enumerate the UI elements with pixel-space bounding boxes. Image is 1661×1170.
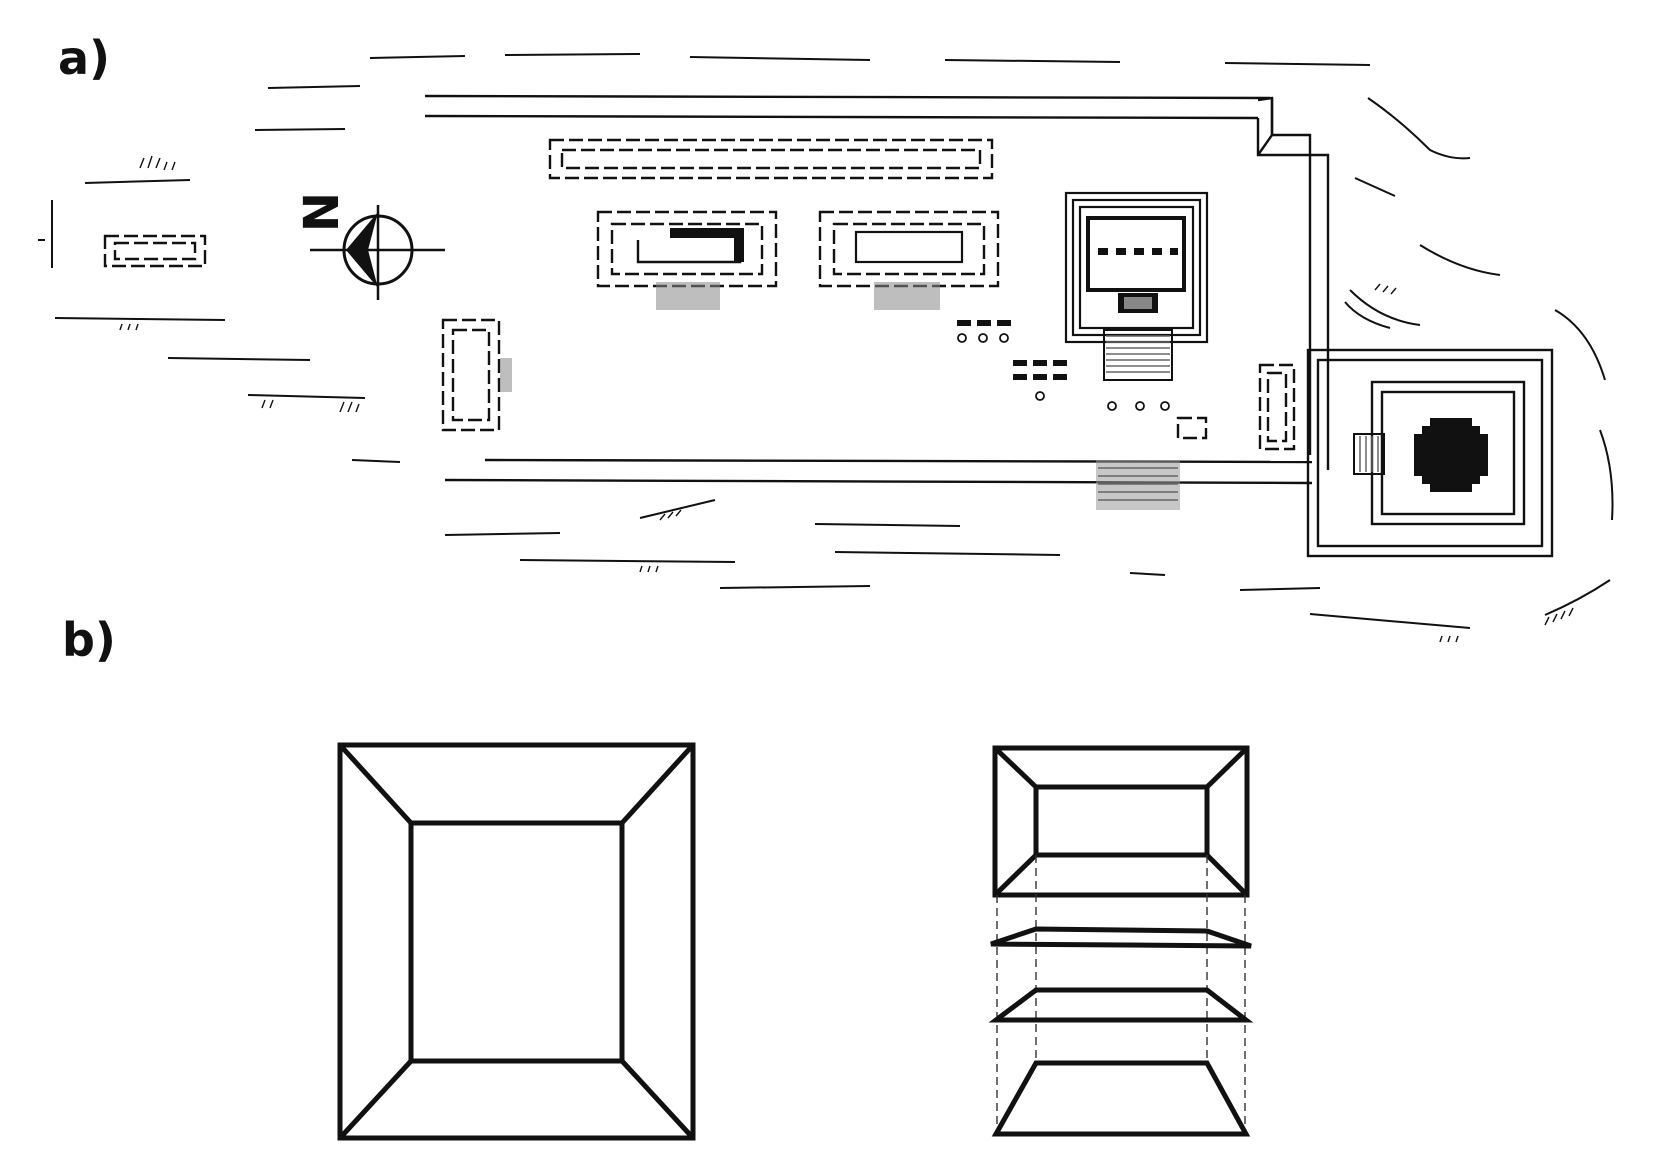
- grass-tufts: [119, 155, 1574, 643]
- section-slice-lower: [988, 987, 1254, 1023]
- outlying-structure: [103, 234, 207, 268]
- east-shrine-core: [1414, 418, 1488, 492]
- east-shrine-stairs: [1353, 433, 1385, 475]
- hall-middle: [818, 210, 1000, 310]
- east-bay: [1258, 363, 1296, 451]
- projection-guides: [996, 855, 1246, 1136]
- north-arrow: N: [294, 192, 445, 300]
- east-bay-inner: [1266, 371, 1288, 443]
- panel-a: a) N: [38, 31, 1614, 643]
- compass-needle: [346, 212, 378, 288]
- west-wing-steps: [500, 358, 512, 392]
- rect-platform-plan: [992, 745, 1250, 898]
- panel-b-label: b): [62, 613, 116, 667]
- column-bases: [957, 333, 1170, 411]
- square-platform-plan: [337, 742, 696, 1141]
- main-temple: [1064, 191, 1209, 381]
- terrain-lines: [38, 53, 1614, 629]
- column-markers: [957, 320, 1067, 380]
- main-temple-stairs: [1103, 329, 1173, 381]
- outlying-structure-inner: [113, 241, 197, 261]
- west-wing: [441, 318, 501, 432]
- north-arrow-label: N: [294, 192, 350, 232]
- hall-west: [596, 210, 778, 310]
- small-shrine: [1176, 416, 1208, 440]
- panel-b: b): [62, 613, 1254, 1141]
- section-slice-upper: [990, 926, 1252, 949]
- platform-elevation: [991, 1060, 1251, 1137]
- hall-west-steps: [656, 282, 720, 310]
- west-wing-inner: [451, 328, 491, 422]
- east-shrine: [1306, 348, 1554, 558]
- long-colonnade: [548, 138, 994, 180]
- hall-middle-steps: [874, 282, 940, 310]
- long-colonnade-inner: [560, 148, 982, 170]
- panel-a-label: a): [58, 31, 110, 85]
